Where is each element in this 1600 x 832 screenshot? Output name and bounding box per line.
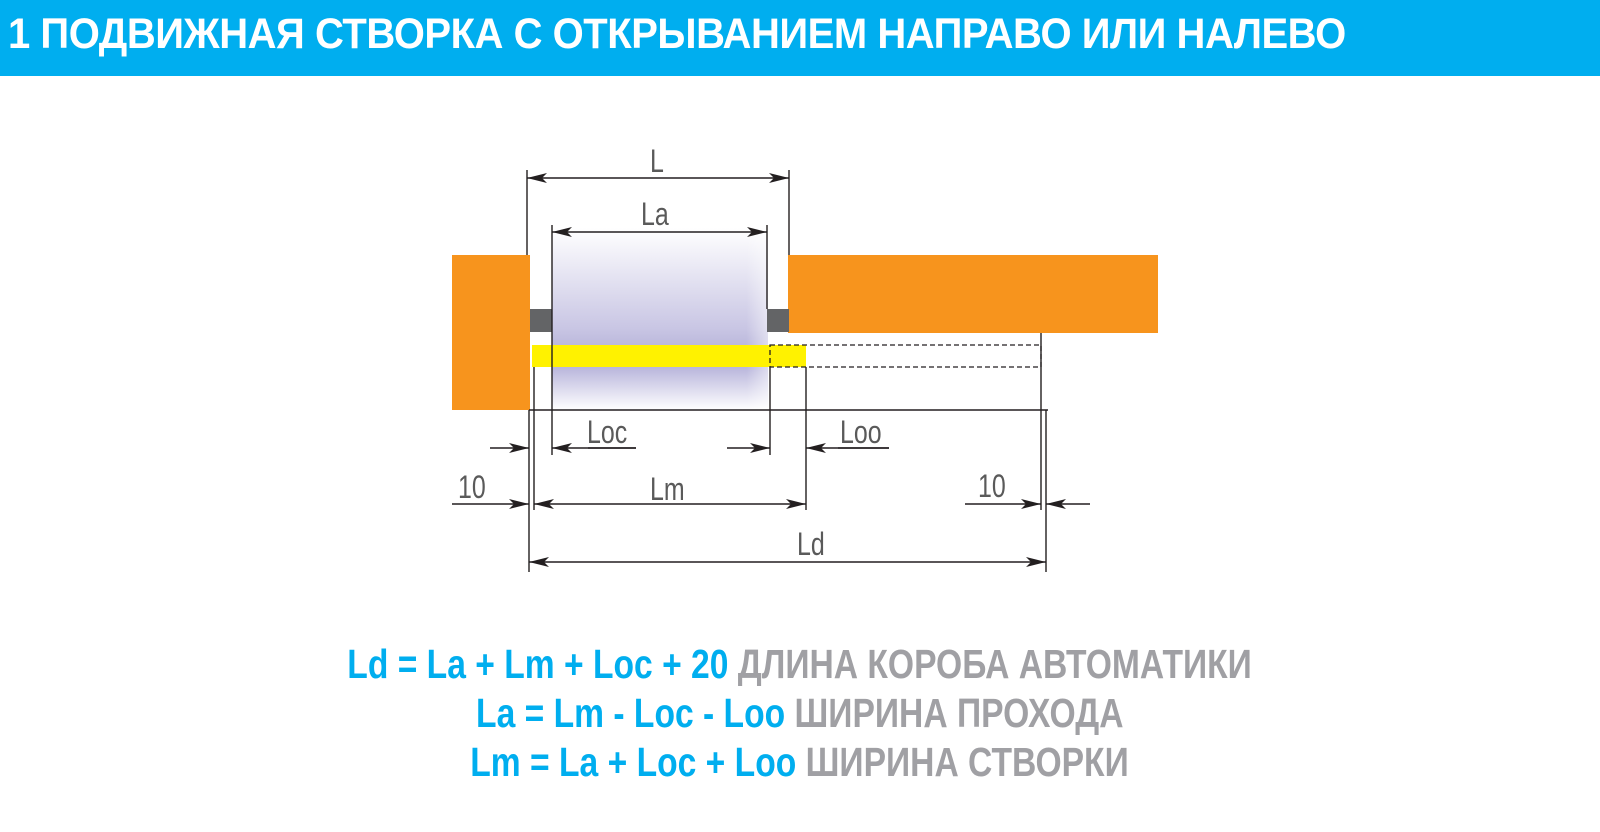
left-wall [452,255,530,410]
right-jamb [767,309,789,332]
right-wall [788,255,1158,333]
dimension-lines [452,173,1090,567]
extension-lines [526,170,1048,572]
label-offset-right: 10 [978,469,1006,505]
formulas-block: Ld = La + Lm + Loc + 20 ДЛИНА КОРОБА АВТ… [0,640,1600,787]
formula-description: ШИРИНА СТВОРКИ [806,739,1130,785]
formula-description: ДЛИНА КОРОБА АВТОМАТИКИ [738,641,1253,687]
label-Lm: Lm [650,472,685,508]
title-bar: 1 ПОДВИЖНАЯ СТВОРКА С ОТКРЫВАНИЕМ НАПРАВ… [0,0,1600,76]
formula-ld: Ld = La + Lm + Loc + 20 ДЛИНА КОРОБА АВТ… [0,640,1600,689]
formula-la: La = Lm - Loc - Loo ШИРИНА ПРОХОДА [0,689,1600,738]
formula-expression: La = Lm - Loc - Loo [476,690,786,736]
sliding-leaf [532,345,806,367]
label-La: La [641,197,669,233]
label-Loo: Loo [840,415,882,451]
formula-expression: Ld = La + Lm + Loc + 20 [347,641,729,687]
formula-expression: Lm = La + Loc + Loo [470,739,797,785]
label-Loc: Loc [587,415,627,451]
page-title: 1 ПОДВИЖНАЯ СТВОРКА С ОТКРЫВАНИЕМ НАПРАВ… [8,10,1346,58]
label-L: L [650,144,664,180]
label-offset-left: 10 [458,470,486,506]
left-jamb [530,309,552,332]
leaf-open-position [769,344,1042,368]
formula-lm: Lm = La + Loc + Loo ШИРИНА СТВОРКИ [0,738,1600,787]
formula-description: ШИРИНА ПРОХОДА [794,690,1124,736]
label-Ld: Ld [797,527,825,563]
